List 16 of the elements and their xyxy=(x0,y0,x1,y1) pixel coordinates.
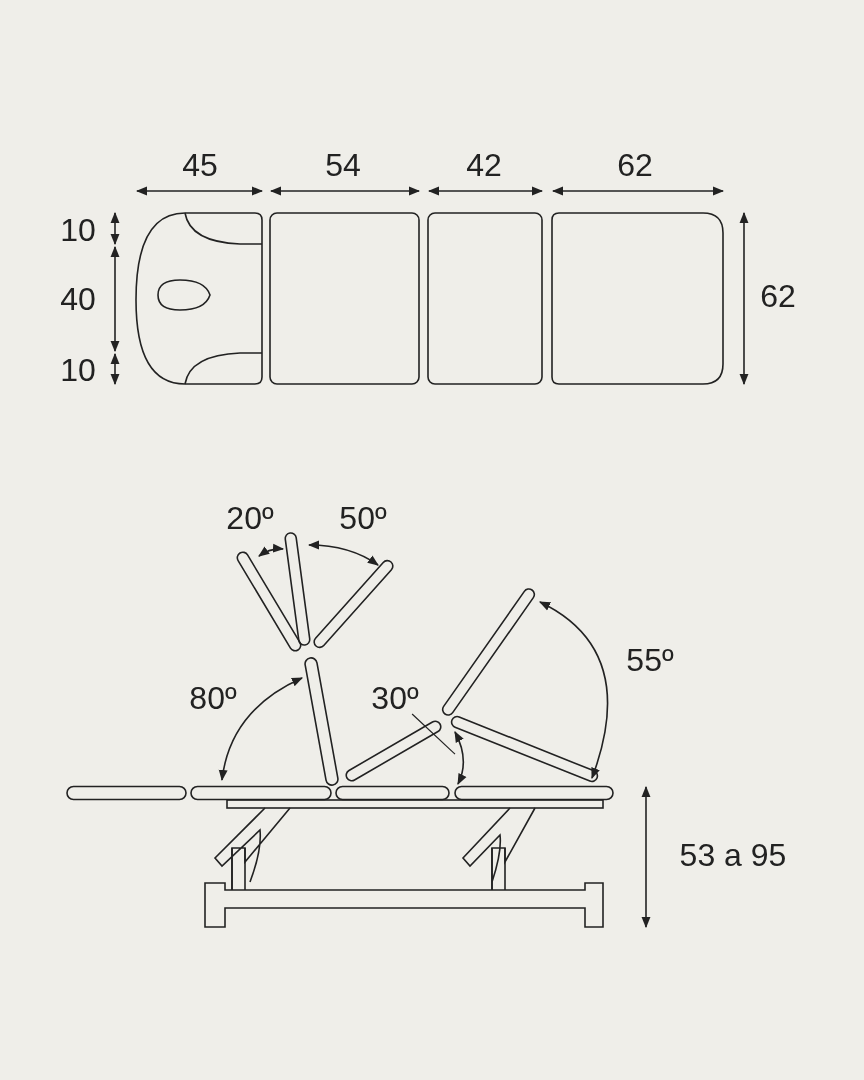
angle-label: 80º xyxy=(189,682,237,714)
width-dimension: 62 xyxy=(617,149,653,181)
angle-label: 30º xyxy=(371,682,419,714)
width-dimension: 54 xyxy=(325,149,361,181)
width-dimension: 45 xyxy=(182,149,218,181)
length-dimension: 40 xyxy=(60,283,96,315)
angle-label: 55º xyxy=(626,644,674,676)
leader-line xyxy=(411,713,456,755)
length-dimension: 62 xyxy=(760,280,796,312)
angle-label: 20º xyxy=(226,502,274,534)
angle-arc xyxy=(454,731,467,785)
length-dimension: 10 xyxy=(60,214,96,246)
height-dimension: 53 a 95 xyxy=(679,839,787,871)
width-dimension: 42 xyxy=(466,149,502,181)
angle-label: 50º xyxy=(339,502,387,534)
length-dimension: 10 xyxy=(60,354,96,386)
